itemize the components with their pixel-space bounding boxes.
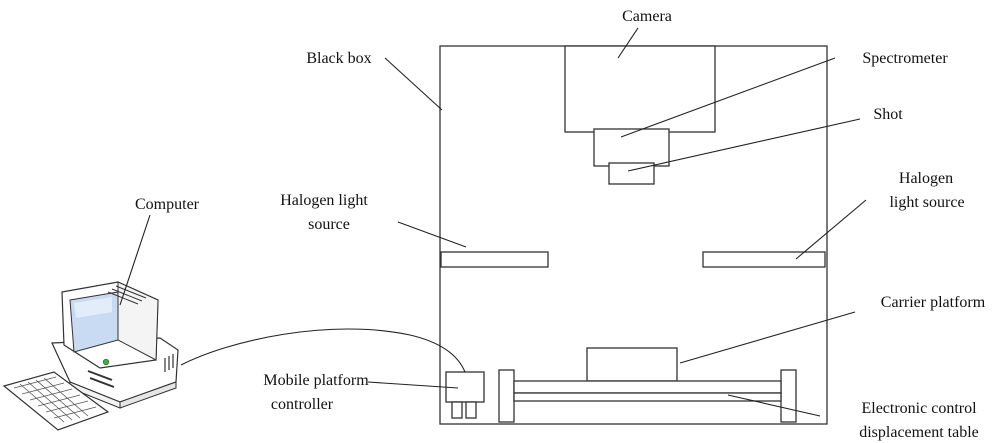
label-spectrometer: Spectrometer: [862, 50, 948, 67]
displacement-rail-bottom: [513, 392, 782, 402]
label-electronic-table-line2: displacement table: [859, 424, 979, 441]
leader-mobile-controller: [367, 381, 459, 389]
label-camera: Camera: [622, 8, 672, 25]
leader-spectrometer: [620, 57, 836, 138]
label-computer: Computer: [135, 196, 200, 213]
computer-controller-cable: [180, 328, 466, 373]
label-mobile-controller-line1: Mobile platform: [263, 372, 369, 389]
carrier-platform-block: [586, 347, 678, 382]
controller-foot-right: [465, 401, 477, 419]
label-halogen-left-line1: Halogen light: [280, 192, 368, 209]
leader-electronic-table: [727, 394, 821, 417]
spectrometer-block: [593, 128, 670, 167]
label-halogen-right-line2: light source: [889, 194, 964, 211]
label-shot: Shot: [873, 106, 903, 123]
leader-camera: [617, 27, 639, 59]
displacement-rail-left-end: [498, 369, 515, 423]
camera-block: [564, 45, 716, 133]
halogen-light-left: [440, 251, 549, 268]
leader-shot: [627, 118, 861, 172]
halogen-light-right: [702, 251, 826, 268]
computer-icon: [2, 281, 179, 431]
power-led-icon: [102, 358, 110, 366]
leader-black-box: [384, 57, 443, 111]
leader-halogen-left: [397, 221, 467, 248]
label-mobile-controller-line2: controller: [271, 396, 334, 413]
label-black-box: Black box: [306, 50, 371, 67]
controller-foot-left: [451, 401, 463, 419]
label-electronic-table-line1: Electronic control: [861, 400, 977, 417]
label-carrier-platform: Carrier platform: [881, 294, 986, 311]
label-halogen-left-line2: source: [308, 216, 350, 233]
label-halogen-right-line1: Halogen: [899, 170, 953, 187]
leader-computer: [119, 214, 151, 306]
mobile-platform-controller-block: [445, 371, 485, 403]
displacement-rail-right-end: [780, 369, 797, 423]
displacement-rail-top: [513, 380, 782, 394]
leader-carrier-platform: [679, 311, 856, 364]
leader-halogen-right: [795, 199, 867, 260]
